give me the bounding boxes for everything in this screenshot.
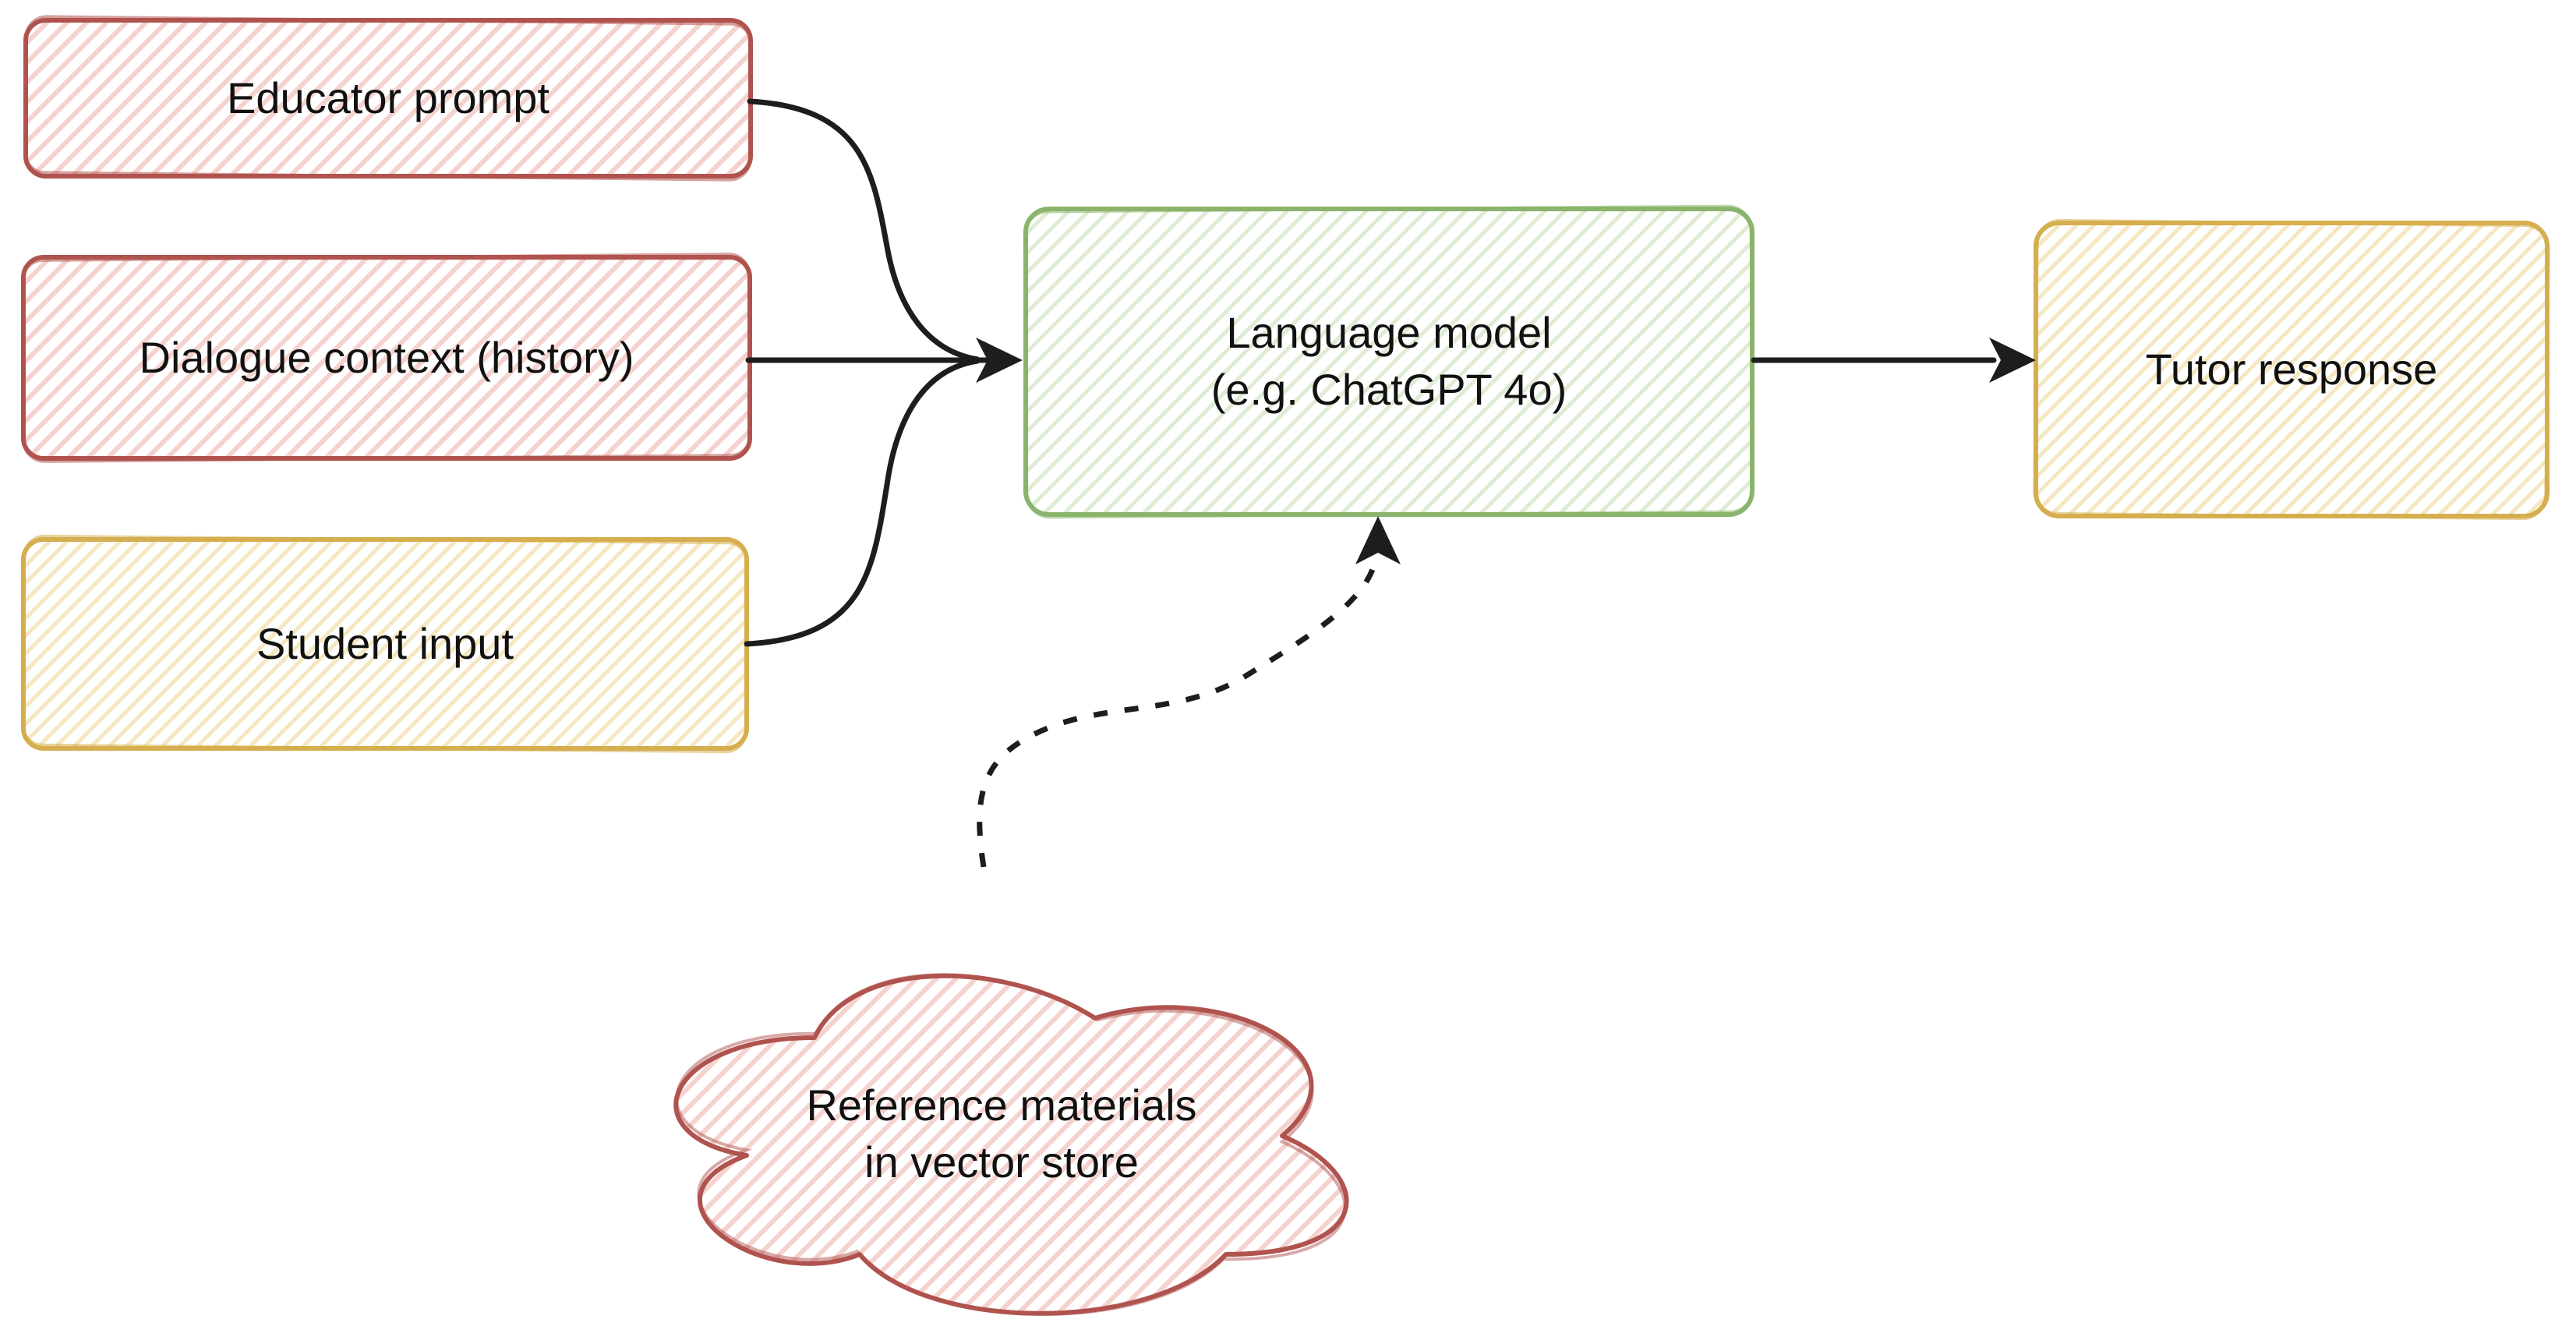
arrow-educator-to-model — [747, 98, 981, 363]
dialogue-context-node — [21, 253, 752, 463]
educator-prompt-shape — [23, 18, 753, 179]
reference-materials-node — [673, 973, 1349, 1316]
educator-prompt-node — [23, 15, 753, 182]
tutor-response-node — [2033, 218, 2550, 521]
connector-group — [744, 98, 1997, 868]
dashed-arrow-reference-to-model — [977, 554, 1380, 868]
reference-materials-cloud-shape — [673, 973, 1349, 1316]
student-input-sketch-stroke — [20, 534, 750, 754]
student-input-shape — [21, 537, 749, 751]
tutor-arrowhead-icon — [1989, 338, 2036, 383]
tutor-response-shape — [2034, 221, 2549, 518]
language-model-shape — [1023, 207, 1754, 517]
reference-materials-sketch-stroke — [675, 973, 1347, 1316]
language-model-node — [1023, 204, 1755, 519]
merge-arrowhead-icon — [976, 338, 1023, 383]
student-input-node — [20, 534, 750, 754]
reference-arrowhead-icon — [1355, 516, 1401, 564]
dialogue-context-shape — [21, 255, 752, 461]
arrow-student-to-model — [744, 358, 981, 647]
dialogue-context-sketch-stroke — [21, 253, 752, 463]
tutor-response-sketch-stroke — [2033, 218, 2550, 521]
